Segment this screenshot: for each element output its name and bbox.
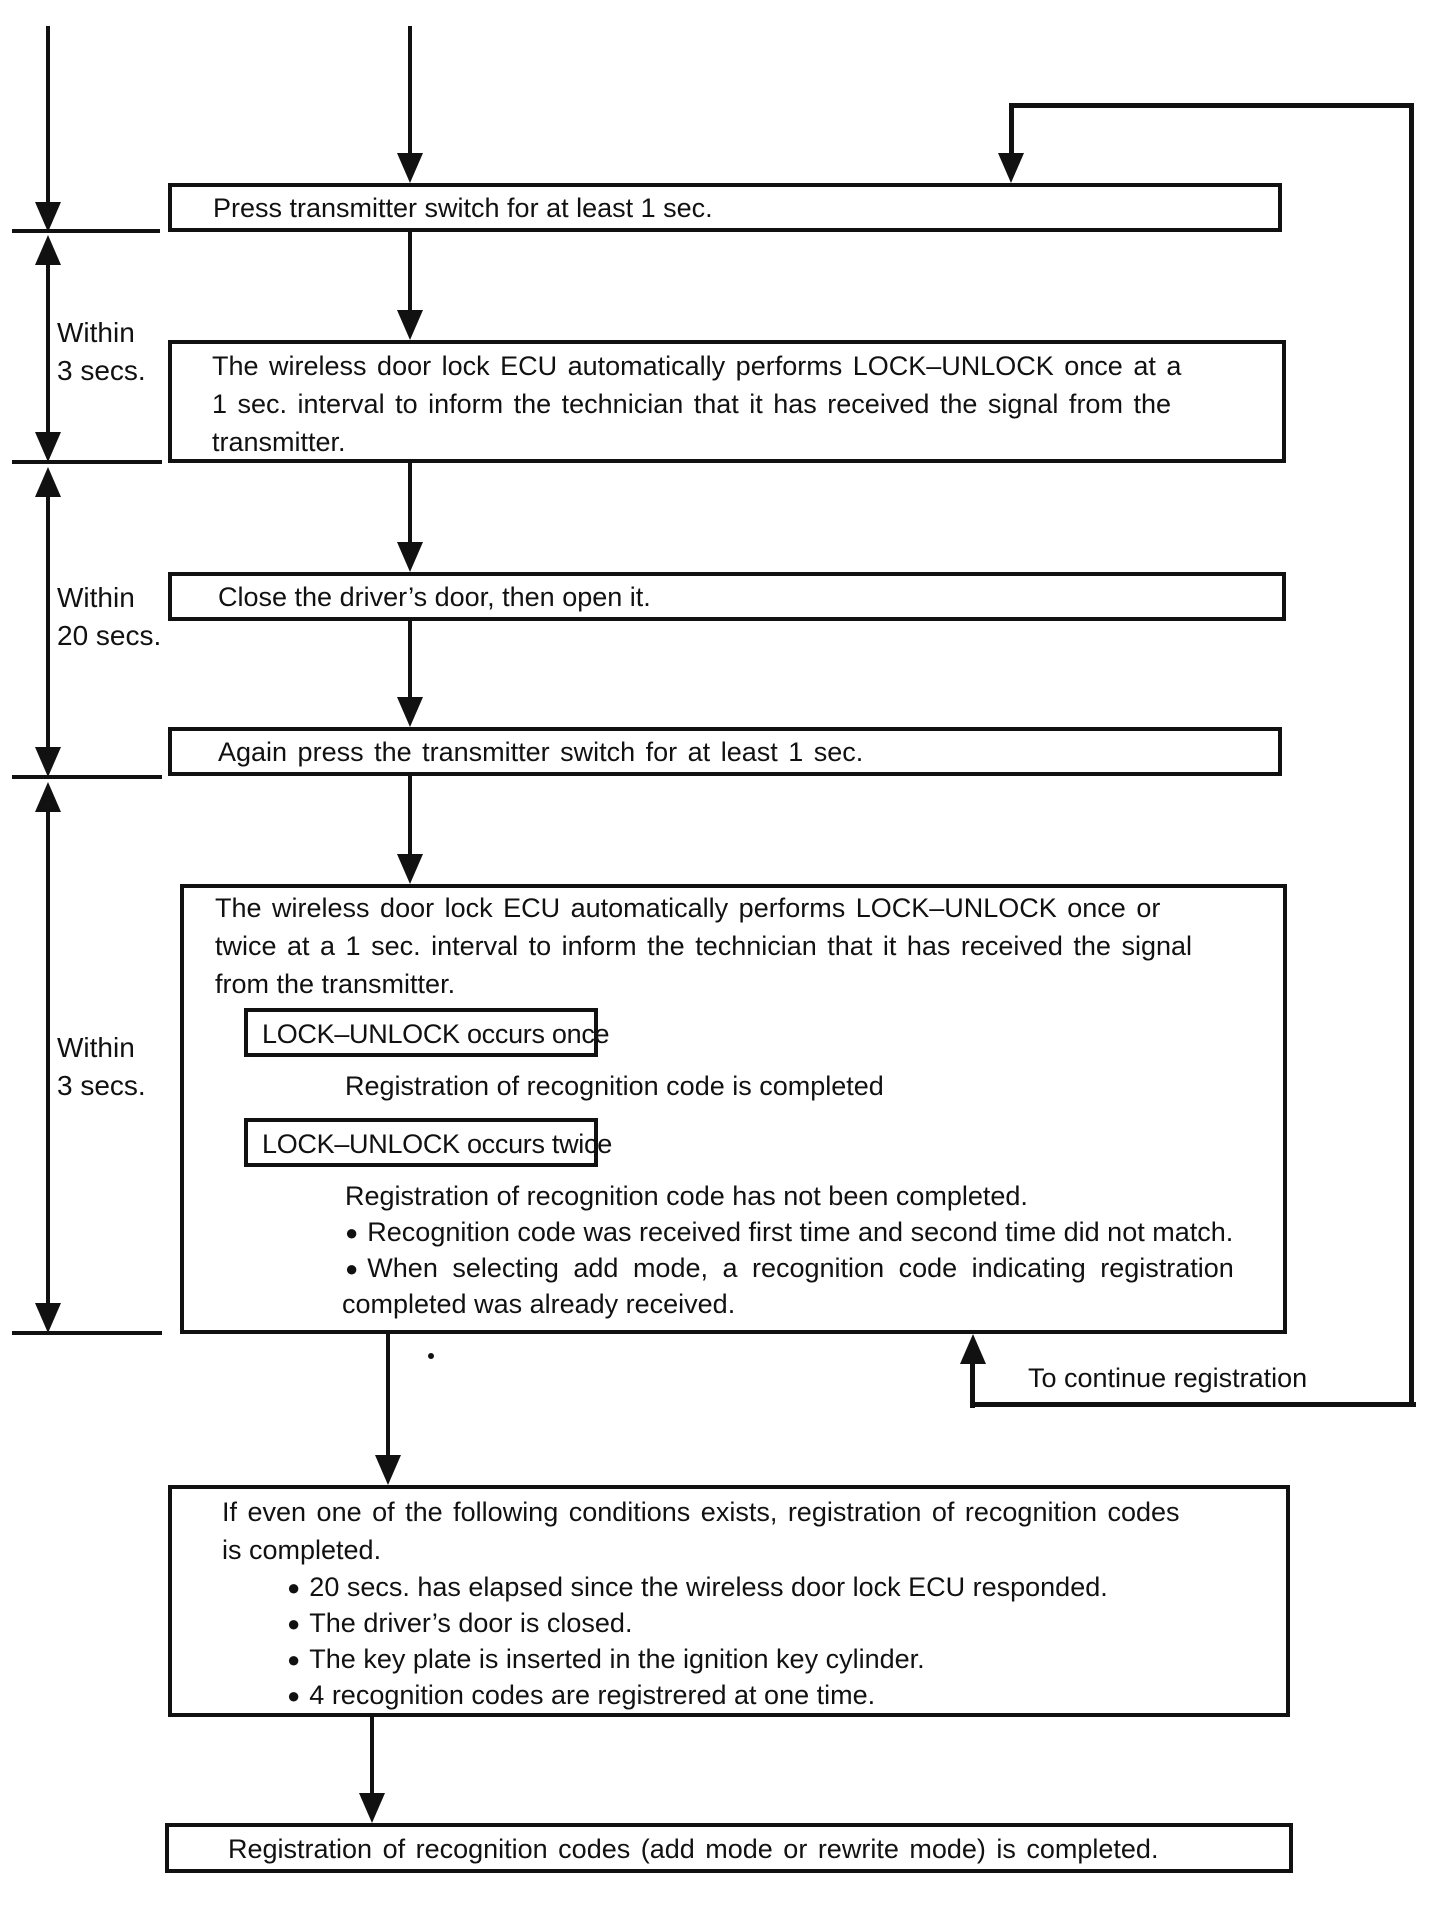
arrow-down-icon <box>998 153 1024 183</box>
process-box-press-switch <box>168 183 1282 232</box>
process-box-text: 1 sec. interval to inform the technician… <box>212 389 1171 419</box>
process-box-registration-complete <box>165 1823 1293 1873</box>
timeline-segment-line <box>46 494 50 748</box>
case-box-label: LOCK–UNLOCK occurs once <box>262 1019 610 1049</box>
loop-line <box>970 1402 1416 1407</box>
bullet-icon: ● <box>345 1256 359 1281</box>
interval-label: 3 secs. <box>57 355 146 386</box>
arrow-down-icon <box>397 854 423 884</box>
process-box-close-door <box>168 572 1286 621</box>
process-box-text: twice at a 1 sec. interval to inform the… <box>215 931 1192 961</box>
process-box-text: The wireless door lock ECU automatically… <box>215 893 1161 923</box>
bullet-text: The driver’s door is closed. <box>309 1608 633 1638</box>
timeline-tick <box>12 460 162 464</box>
timeline-tick <box>12 229 160 233</box>
process-box-press-again <box>168 727 1282 776</box>
interval-label: Within <box>57 582 135 613</box>
bullet-icon: ● <box>287 1683 301 1708</box>
process-box-text: transmitter. <box>212 427 346 457</box>
arrow-up-icon <box>35 235 61 265</box>
bullet-text: Recognition code was received first time… <box>367 1217 1234 1247</box>
arrow-down-icon <box>375 1455 401 1485</box>
process-box-text: Close the driver’s door, then open it. <box>218 582 651 612</box>
bullet-icon: ● <box>345 1220 359 1245</box>
process-box-text: Press transmitter switch for at least 1 … <box>213 193 713 223</box>
case-box-lock-unlock-twice <box>244 1118 598 1167</box>
process-box-text: The wireless door lock ECU automatically… <box>212 351 1182 381</box>
bullet-icon: ● <box>287 1611 301 1636</box>
case-result-text: Registration of recognition code is comp… <box>345 1071 884 1101</box>
bullet-icon: ● <box>287 1647 301 1672</box>
arrow-down-icon <box>35 202 61 232</box>
process-box-completion-conditions <box>168 1485 1290 1717</box>
flow-line <box>370 1715 374 1795</box>
timeline-segment-line <box>46 262 50 436</box>
case-box-lock-unlock-once <box>244 1008 598 1057</box>
loop-line <box>1009 103 1414 108</box>
arrow-up-icon <box>35 782 61 812</box>
interval-label: 20 secs. <box>57 620 162 651</box>
case-result-text: Registration of recognition code has not… <box>345 1181 1028 1211</box>
bullet-icon: ● <box>287 1575 301 1600</box>
arrow-down-icon <box>35 432 61 462</box>
bullet-text: When selecting add mode, a recognition c… <box>367 1253 1234 1283</box>
loop-label: To continue registration <box>1028 1363 1308 1393</box>
process-box-ecu-responds-second <box>180 884 1287 1334</box>
scan-artifact-dot <box>428 1353 434 1359</box>
case-bullet-continuation: completed was already received. <box>342 1289 736 1319</box>
loop-line <box>970 1358 975 1408</box>
timeline-segment-line <box>46 809 50 1304</box>
arrow-down-icon <box>359 1793 385 1823</box>
arrow-down-icon <box>35 747 61 777</box>
arrow-down-icon <box>397 153 423 183</box>
arrow-down-icon <box>35 1303 61 1333</box>
flow-line <box>408 774 412 856</box>
interval-label: 3 secs. <box>57 1070 146 1101</box>
process-box-ecu-responds-first <box>168 340 1286 463</box>
loop-line <box>1009 103 1014 155</box>
flow-line <box>408 26 412 155</box>
interval-label: Within <box>57 317 135 348</box>
process-box-text: is completed. <box>222 1535 382 1565</box>
condition-bullet-item: ● The key plate is inserted in the igniti… <box>287 1644 925 1675</box>
flow-line <box>408 619 412 699</box>
process-box-text: Again press the transmitter switch for a… <box>218 737 864 767</box>
process-box-text: If even one of the following conditions … <box>222 1497 1180 1527</box>
condition-bullet-item: ● 20 secs. has elapsed since the wireless… <box>287 1572 1108 1603</box>
bullet-text: 20 secs. has elapsed since the wireless … <box>309 1572 1108 1602</box>
timeline-segment-line <box>46 26 50 204</box>
interval-label: Within <box>57 1032 135 1063</box>
arrow-up-icon <box>35 467 61 497</box>
condition-bullet-item: ● The driver’s door is closed. <box>287 1608 632 1639</box>
process-box-text: from the transmitter. <box>215 969 456 999</box>
flow-line <box>408 230 412 312</box>
arrow-down-icon <box>397 542 423 572</box>
bullet-text: The key plate is inserted in the ignitio… <box>309 1644 925 1674</box>
flow-line <box>408 461 412 544</box>
bullet-text: 4 recognition codes are registrered at o… <box>309 1680 876 1710</box>
timeline-tick <box>12 775 162 779</box>
flow-line <box>386 1332 390 1457</box>
loop-line <box>1409 103 1414 1407</box>
timeline-tick <box>12 1331 162 1335</box>
condition-bullet-item: ● 4 recognition codes are registrered at … <box>287 1680 875 1711</box>
process-box-text: Registration of recognition codes (add m… <box>228 1834 1159 1864</box>
arrow-down-icon <box>397 697 423 727</box>
case-box-label: LOCK–UNLOCK occurs twice <box>262 1129 612 1159</box>
case-bullet-item: ● When selecting add mode, a recognition … <box>345 1253 1234 1284</box>
case-bullet-item: ● Recognition code was received first tim… <box>345 1217 1233 1248</box>
arrow-down-icon <box>397 310 423 340</box>
